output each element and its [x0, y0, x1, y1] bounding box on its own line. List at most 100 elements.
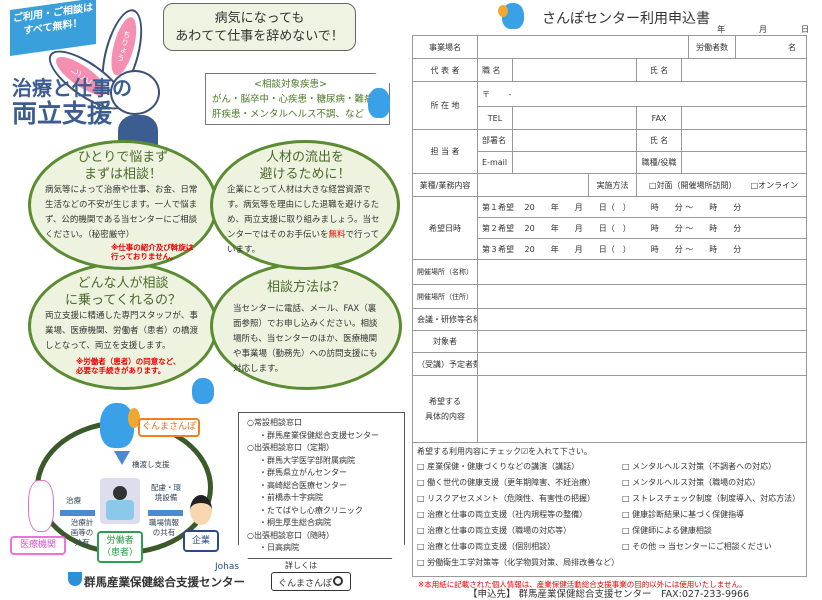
form-label-cell: 希望する具体的内容	[412, 375, 478, 443]
department-field[interactable]	[512, 129, 637, 152]
search-icon	[333, 576, 343, 586]
checkbox-icon[interactable]: □	[417, 526, 428, 535]
search-box[interactable]: ぐんまさんぽ	[271, 572, 351, 591]
choice-3[interactable]: 第３希望 20 年 月 日（ ） 時 分 ～ 時 分	[476, 238, 808, 260]
checklist-item[interactable]: □ メンタルヘルス対策（職場の対応）	[622, 478, 761, 487]
checkbox-icon[interactable]: □	[417, 542, 428, 551]
checkbox-icon[interactable]: □	[417, 510, 428, 519]
form-elephant-ear-icon	[498, 5, 508, 17]
window-item: ・高崎総合医療センター	[259, 480, 347, 490]
elephant-phone-icon	[100, 403, 134, 448]
form-label-cell: 業種/業務内容	[412, 173, 478, 197]
fax-field[interactable]	[680, 106, 808, 130]
venue-name-field[interactable]	[476, 259, 808, 285]
company-person-icon	[190, 495, 212, 525]
checklist-item[interactable]: □ 治療と仕事の両立支援（職場の対応等）	[417, 526, 572, 535]
workers-field[interactable]: 名	[735, 35, 808, 59]
checklist-item[interactable]: □ ストレスチェック制度（制度導入、対応方法）	[622, 494, 801, 503]
arrow-down-icon	[114, 451, 130, 465]
method-options[interactable]: □対面（開催場所訪問）□オンライン	[635, 173, 808, 197]
form-label-cell: 開催場所（住所）	[412, 284, 478, 309]
form-label-cell: 事業場名	[412, 35, 478, 59]
target-field[interactable]	[476, 330, 808, 353]
checklist-item[interactable]: □ 健康診断結果に基づく保健指導	[622, 510, 745, 519]
checklist-item[interactable]: □ 産業保健・健康づくりなどの講演（講話）	[417, 462, 580, 471]
rep-position-field[interactable]	[512, 58, 637, 82]
checkbox-icon[interactable]: □	[622, 542, 633, 551]
venue-address-field[interactable]	[476, 284, 808, 309]
checkbox-icon[interactable]: □	[417, 462, 428, 471]
form-label-cell: 所 在 地	[412, 81, 478, 130]
form-label-cell: （受講）予定者数	[412, 352, 478, 376]
industry-field[interactable]	[477, 173, 589, 197]
checkbox-icon[interactable]: □	[622, 462, 633, 471]
form-title: さんぽセンター利用申込書	[542, 11, 710, 27]
window-item: ・前橋赤十字病院	[259, 493, 323, 502]
postal-field[interactable]: 〒 -	[476, 81, 808, 107]
window-item: ・桐生厚生総合病院	[259, 518, 331, 527]
privacy-note: ※本用紙に記載された個人情報は、産業保健活動総合支援事業の目的以外には使用いたし…	[418, 580, 747, 589]
checklist-item[interactable]: □ 治療と仕事の両立支援（社内規程等の整備）	[417, 510, 588, 519]
checklist-item[interactable]: □ メンタルヘルス対策（不調者への対応）	[622, 462, 777, 471]
sanpo-label: ぐんまさんぽ	[138, 418, 200, 437]
checklist-item[interactable]: □ 保健師による健康相談	[622, 526, 712, 535]
window-item: ○出張相談窓口（随時）	[247, 530, 334, 540]
checkbox-icon[interactable]: □	[622, 510, 633, 519]
checkbox-icon[interactable]: □	[622, 494, 633, 503]
details-field[interactable]	[476, 375, 808, 443]
rabbit-doctor-icon	[28, 480, 54, 532]
window-item: ・日高病院	[259, 543, 299, 552]
company-label: 企業	[183, 530, 219, 552]
elephant-mascot-icon	[368, 88, 390, 118]
form-label-cell: 会議・研修等名称	[412, 308, 478, 331]
checkbox-icon[interactable]: □	[417, 478, 428, 487]
double-arrow-left-icon	[60, 510, 95, 516]
elephant-small-icon	[192, 378, 214, 404]
checklist-item[interactable]: □ その他 ⇒ 当センターにご相談ください	[622, 542, 772, 551]
checklist-item[interactable]: □ 治療と仕事の両立支援（個別相談）	[417, 542, 556, 551]
form-label-cell: 代 表 者	[412, 58, 478, 82]
form-label-cell: 氏 名	[636, 58, 682, 82]
form-label-cell: 対象者	[412, 330, 478, 353]
form-label-cell: 氏 名	[636, 129, 682, 152]
window-item: ・たてばやし心療クリニック	[259, 505, 363, 515]
form-label-cell: 担 当 者	[412, 129, 478, 174]
meeting-name-field[interactable]	[476, 308, 808, 331]
window-item: ○常設相談窓口	[247, 418, 302, 427]
leaf-who-consults: どんな人が相談に乗ってくれるの？ 両立支援に精通した専門スタッフが、事業場、医療…	[28, 262, 218, 390]
form-label-cell: TEL	[477, 106, 513, 130]
date-month: 月	[759, 25, 767, 34]
form-label-cell: FAX	[636, 106, 682, 130]
checkbox-icon[interactable]: □	[622, 478, 633, 487]
checklist-item[interactable]: □ リスクアセスメント（危険性、有害性の把握）	[417, 494, 595, 503]
form-label-cell: 職種/役職	[636, 151, 682, 174]
contact-name-field[interactable]	[680, 129, 808, 152]
form-label-cell: 希望する利用内容にチェック☑を入れて下さい。 □ 産業保健・健康づくりなどの講演…	[411, 442, 808, 577]
checklist-item[interactable]: □ 働く世代の健康支援（更年期障害、不妊治療）	[417, 478, 596, 487]
attendees-field[interactable]	[476, 352, 808, 376]
role-field[interactable]	[680, 151, 808, 174]
window-item: ・群馬県立がんセンター	[259, 468, 347, 477]
date-day: 日	[801, 25, 809, 34]
choice-2[interactable]: 第２希望 20 年 月 日（ ） 時 分 ～ 時 分	[476, 217, 808, 239]
checklist-item[interactable]: □ 労働衛生工学対策等（化学物質対策、局排改善など）	[417, 558, 620, 567]
rep-name-field[interactable]	[680, 58, 808, 82]
tel-field[interactable]	[512, 106, 637, 130]
checkbox-icon[interactable]: □	[417, 494, 428, 503]
worker-label: 労働者（患者）	[97, 531, 143, 563]
window-item: ○出張相談窓口（定期）	[247, 443, 334, 452]
workplace-field[interactable]	[476, 35, 690, 59]
form-label-cell: 実施方法	[588, 173, 637, 197]
form-label-cell: 職 名	[477, 58, 513, 82]
johas-logo-icon	[68, 572, 82, 586]
hospital-label: 医療機関	[10, 536, 66, 555]
choice-1[interactable]: 第１希望 20 年 月 日（ ） 時 分 ～ 時 分	[476, 196, 808, 218]
date-year: 年	[717, 25, 725, 34]
checkbox-icon[interactable]: □	[622, 526, 633, 535]
checkbox-icon[interactable]: □	[417, 558, 428, 567]
form-label-cell: 開催場所（名称）	[412, 259, 478, 285]
email-field[interactable]	[512, 151, 637, 174]
details-label: 詳しくは	[285, 561, 317, 570]
main-title: 治療と仕事の両立支援	[12, 76, 132, 128]
patient-in-bed-icon	[100, 478, 140, 524]
